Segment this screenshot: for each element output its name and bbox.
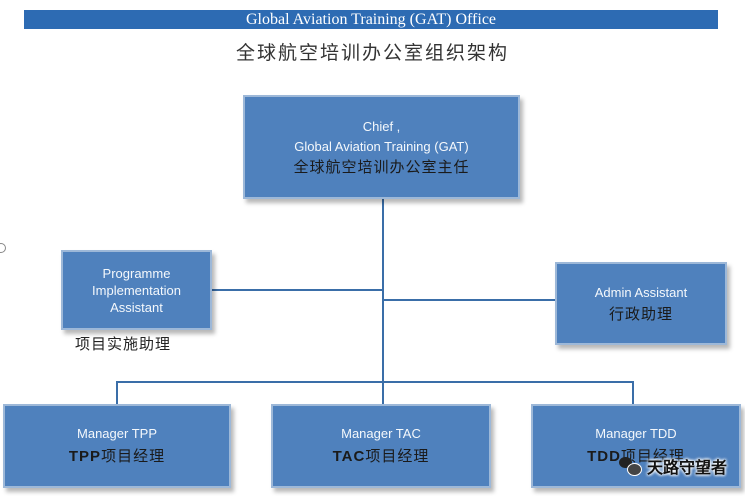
manager-tpp-title-zh: TPP项目经理 [69,446,165,467]
chart-subtitle: 全球航空培训办公室组织架构 [235,42,509,64]
connector-tpp [116,381,118,405]
manager-tac-title: Manager TAC [341,426,421,441]
manager-tpp-title: Manager TPP [77,426,157,441]
manager-tdd-role: 项目经理 [620,447,685,465]
connector-tac [382,381,384,405]
wechat-icon [618,457,642,476]
manager-tdd-title: Manager TDD [595,426,677,441]
connector-tdd [632,381,634,405]
connector-managers-bus [116,381,634,383]
pia-line2: Implementation [92,282,181,298]
pia-caption-zh: 项目实施助理 [75,335,172,353]
connector-admin [383,299,556,301]
connector-pia [212,289,383,291]
page-title: Global Aviation Training (GAT) Office [24,10,718,29]
edge-marker [0,243,6,253]
chief-title-line2: Global Aviation Training (GAT) [294,138,469,154]
chief-box: Chief , Global Aviation Training (GAT) 全… [243,95,520,199]
chief-title-line1: Chief , [362,118,401,134]
admin-title: Admin Assistant [594,284,688,300]
wechat-watermark: 天路守望者 [618,454,727,478]
manager-tac-code: TAC [332,448,366,465]
pia-line3: Assistant [110,299,163,315]
manager-tpp-box: Manager TPP TPP项目经理 [3,404,231,488]
manager-tpp-code: TPP [68,448,102,465]
admin-title-zh: 行政助理 [608,304,673,323]
manager-tpp-role: 项目经理 [101,447,166,465]
manager-tac-box: Manager TAC TAC项目经理 [271,404,491,488]
admin-assistant-box: Admin Assistant 行政助理 [555,262,727,345]
manager-tdd-title-zh: TDD项目经理 [587,446,685,467]
watermark-text: 天路守望者 [646,460,727,477]
manager-tac-title-zh: TAC项目经理 [333,446,430,467]
connector-chief-trunk [382,199,384,389]
manager-tdd-code: TDD [587,448,621,465]
pia-line1: Programme [102,265,171,281]
programme-implementation-assistant-box: Programme Implementation Assistant [61,250,212,330]
manager-tac-role: 项目经理 [365,447,430,465]
chief-title-zh: 全球航空培训办公室主任 [293,157,470,176]
